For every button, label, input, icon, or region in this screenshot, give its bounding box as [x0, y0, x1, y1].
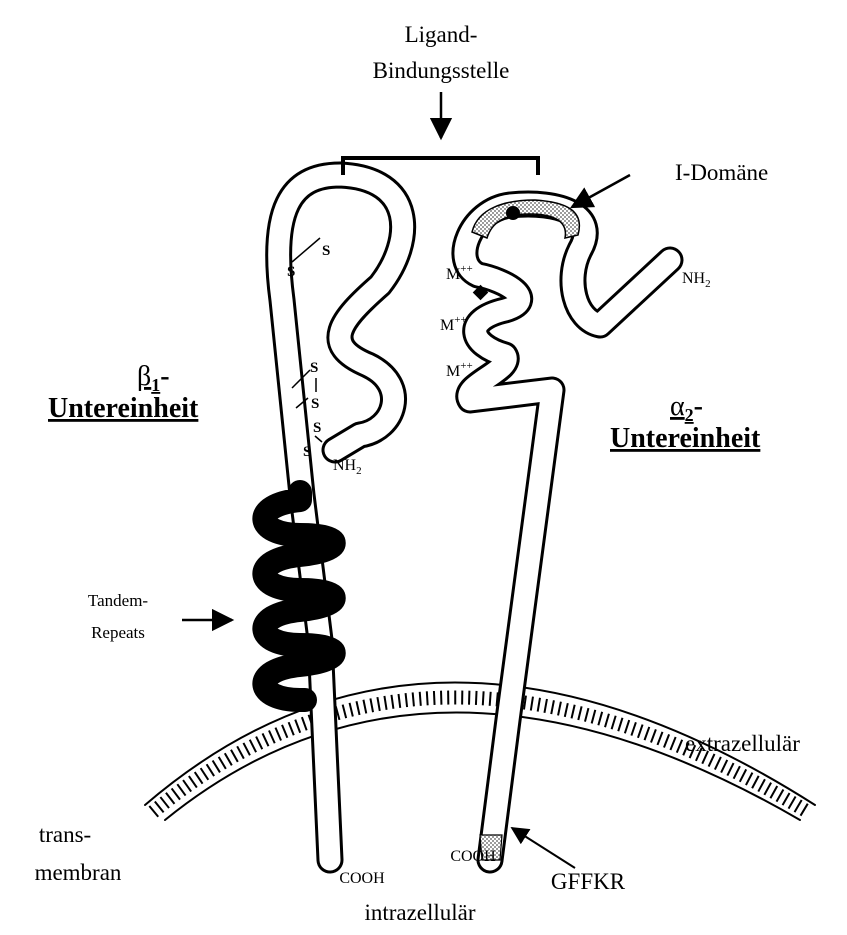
cooh-alpha-label: COOH	[450, 848, 496, 865]
transmembran-label-line1: trans-	[39, 822, 91, 847]
tandem-repeats-annotation: Tandem- Repeats	[88, 591, 232, 642]
beta1-symbol: β1-	[137, 361, 170, 395]
nh2-beta-label: NH2	[333, 457, 362, 477]
ligand-label-line1: Ligand-	[405, 22, 478, 47]
i-domain-arrow	[572, 175, 630, 207]
alpha2-chain	[465, 200, 670, 860]
extrazellular-label: extrazellulär	[685, 731, 800, 756]
alpha2-word: Untereinheit	[610, 423, 761, 454]
ligand-label-line2: Bindungsstelle	[373, 58, 510, 83]
binding-site-dot	[506, 206, 520, 220]
gffkr-arrow	[512, 828, 575, 868]
beta1-subunit-label: β1- Untereinheit	[48, 361, 199, 424]
alpha2-symbol: α2-	[670, 391, 703, 425]
disulfide-s-6: S	[303, 444, 311, 460]
alpha2-subunit-label: α2- Untereinheit	[610, 391, 761, 454]
transmembran-label-line2: membran	[35, 860, 122, 885]
gffkr-label: GFFKR	[551, 869, 626, 894]
tandem-repeats-coil	[264, 492, 333, 700]
i-domain-label: I-Domäne	[675, 160, 768, 185]
i-domain-annotation: I-Domäne	[572, 160, 768, 207]
disulfide-s-2: S	[287, 264, 295, 280]
tandem-label-line1: Tandem-	[88, 591, 149, 610]
beta1-word: Untereinheit	[48, 393, 199, 424]
disulfide-s-5: S	[313, 420, 321, 436]
nh2-alpha-label: NH2	[682, 270, 711, 290]
cooh-beta-label: COOH	[339, 870, 385, 887]
tandem-label-line2: Repeats	[91, 623, 145, 642]
ligand-binding-marker: Ligand- Bindungsstelle	[343, 22, 538, 175]
disulfide-s-4: S	[311, 396, 319, 412]
intrazellular-label: intrazellulär	[364, 900, 475, 925]
beta1-chain	[279, 175, 403, 860]
disulfide-s-3: S	[310, 360, 318, 376]
disulfide-s-1: S	[322, 243, 330, 259]
